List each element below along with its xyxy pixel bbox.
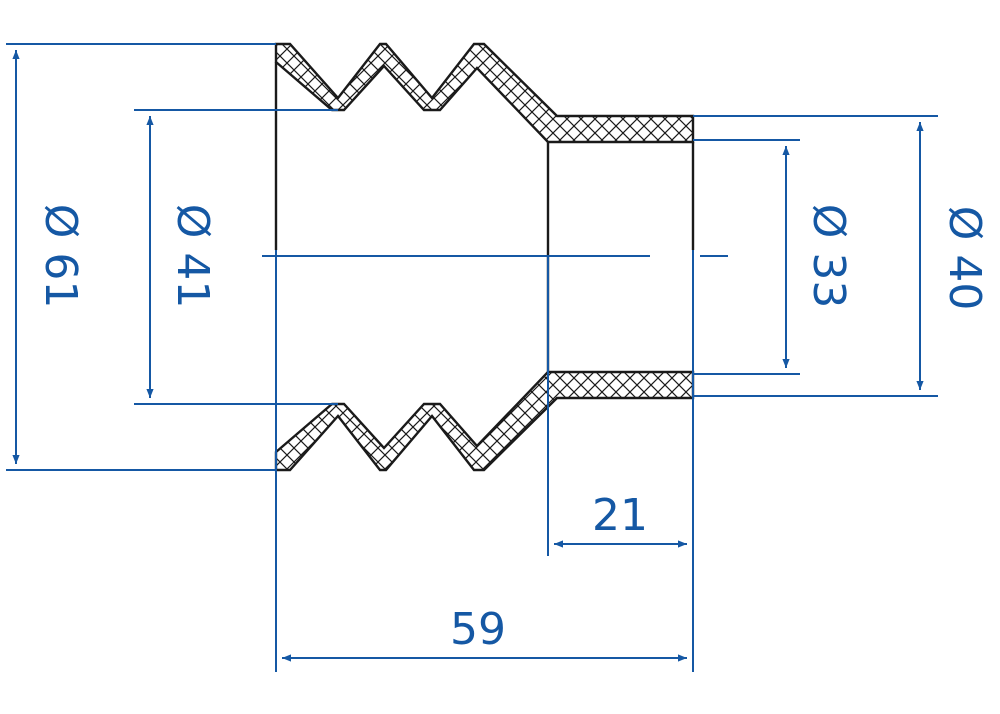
dimension-lines	[6, 43, 938, 672]
label-sleeve-inner-diameter: Ø 33	[803, 204, 854, 309]
label-inner-bellows-diameter: Ø 41	[167, 204, 218, 309]
bellows-top-wall	[274, 42, 695, 144]
label-outer-bellows-diameter: Ø 61	[35, 204, 86, 309]
dimension-labels: Ø 61 Ø 41 Ø 33 Ø 40 21 59	[35, 204, 990, 655]
label-sleeve-length: 21	[592, 490, 648, 541]
bellows-bottom-wall	[274, 370, 695, 472]
label-sleeve-outer-diameter: Ø 40	[939, 206, 990, 311]
label-overall-length: 59	[450, 604, 506, 655]
